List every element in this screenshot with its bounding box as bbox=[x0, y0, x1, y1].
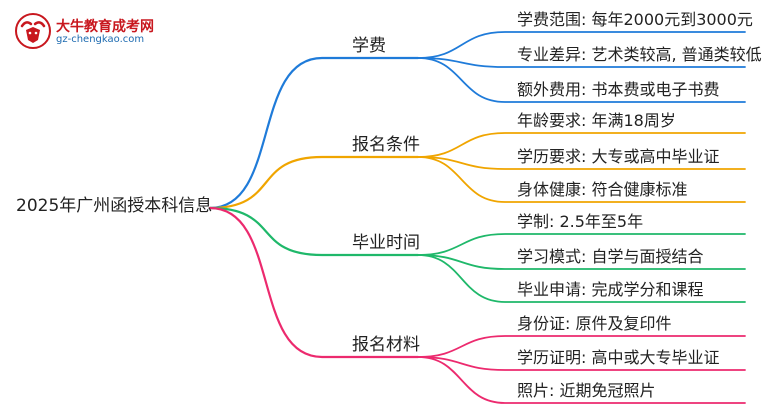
branch-leaf-connector bbox=[417, 57, 746, 68]
branch-leaf-connector bbox=[417, 31, 746, 59]
logo-brand-name: 大牛教育成考网 bbox=[56, 19, 154, 35]
branch-leaf-connector bbox=[417, 356, 746, 371]
branch-leaf-connector bbox=[417, 57, 746, 103]
bull-logo-icon bbox=[15, 13, 51, 49]
leaf-node: 学历证明: 高中或大专毕业证 bbox=[517, 348, 720, 367]
root-branch-connector bbox=[208, 206, 420, 359]
leaf-node: 学历要求: 大专或高中毕业证 bbox=[517, 147, 720, 166]
branch-leaf-connector bbox=[417, 156, 746, 170]
leaf-node: 身份证: 原件及复印件 bbox=[517, 314, 672, 333]
branch-node: 报名材料 bbox=[352, 335, 420, 355]
leaf-node: 专业差异: 艺术类较高, 普通类较低 bbox=[517, 45, 762, 64]
branch-leaf-connector bbox=[417, 233, 746, 256]
leaf-node: 毕业申请: 完成学分和课程 bbox=[517, 280, 704, 299]
leaf-node: 学习模式: 自学与面授结合 bbox=[517, 247, 704, 266]
leaf-node: 身体健康: 符合健康标准 bbox=[517, 180, 688, 199]
branch-leaf-connector bbox=[417, 335, 746, 358]
branch-leaf-connector bbox=[417, 156, 746, 203]
root-branch-connector bbox=[208, 206, 420, 257]
branch-leaf-connector bbox=[417, 254, 746, 270]
branch-node: 报名条件 bbox=[352, 135, 420, 155]
branch-leaf-connector bbox=[417, 132, 746, 158]
leaf-node: 额外费用: 书本费或电子书费 bbox=[517, 80, 720, 99]
leaf-node: 学制: 2.5年至5年 bbox=[517, 212, 644, 231]
root-node: 2025年广州函授本科信息 bbox=[16, 196, 213, 216]
branch-node: 毕业时间 bbox=[352, 233, 420, 253]
logo-site-url: gz-chengkao.com bbox=[56, 34, 145, 45]
leaf-node: 照片: 近期免冠照片 bbox=[517, 381, 656, 400]
root-branch-connector bbox=[208, 56, 420, 210]
leaf-node: 学费范围: 每年2000元到3000元 bbox=[517, 10, 753, 29]
site-logo: 大牛教育成考网 gz-chengkao.com bbox=[14, 12, 184, 52]
branch-leaf-connector bbox=[417, 356, 746, 404]
leaf-node: 年龄要求: 年满18周岁 bbox=[517, 111, 676, 130]
root-branch-connector bbox=[208, 155, 420, 210]
branch-node: 学费 bbox=[352, 36, 386, 56]
branch-leaf-connector bbox=[417, 254, 746, 303]
